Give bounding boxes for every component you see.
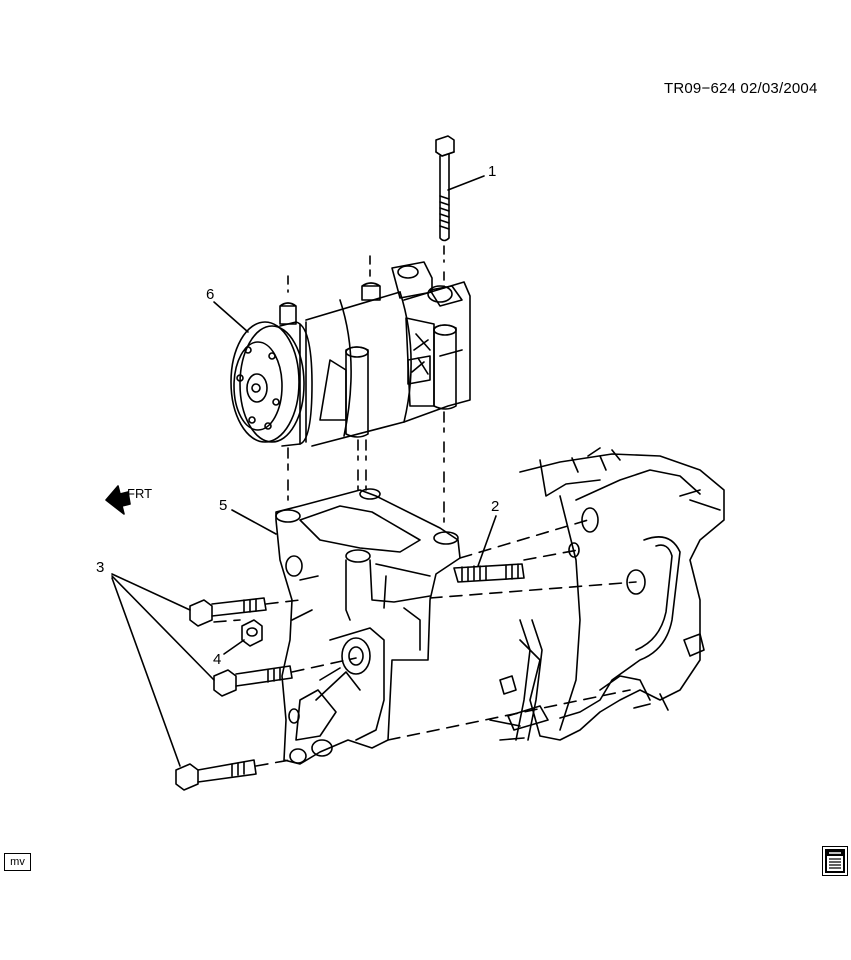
callout-6-leader <box>213 301 249 333</box>
front-direction-label: FRT <box>127 486 153 501</box>
callout-1: 1 <box>488 163 497 180</box>
alignment-dashes <box>287 411 445 523</box>
gm-spo-logo-graphic <box>825 849 845 873</box>
diagram-reference-code: TR09−624 02/03/2004 <box>664 80 818 97</box>
callout-2: 2 <box>491 498 500 515</box>
mv-label: mv <box>4 853 31 871</box>
compressor-top-dashes <box>287 255 371 293</box>
callout-3-leaders <box>111 573 215 767</box>
callout-5-leader <box>231 509 277 535</box>
callout-4: 4 <box>213 651 222 668</box>
callout-2-leader <box>477 515 497 567</box>
gm-spo-logo-icon <box>822 846 848 876</box>
part-4-nut <box>241 619 263 647</box>
part-3-bolts <box>175 597 293 791</box>
callout-1-leader <box>447 175 485 191</box>
callout-3: 3 <box>96 559 105 576</box>
part-6-compressor <box>230 261 471 447</box>
callout-6: 6 <box>206 286 215 303</box>
frt-arrow-icon <box>105 485 131 515</box>
callout-5: 5 <box>219 497 228 514</box>
part-2-stud <box>453 563 525 583</box>
callout-4-leader <box>223 639 245 655</box>
part-1-long-bolt <box>435 135 455 242</box>
part-5-bracket <box>275 488 461 765</box>
engine-block <box>489 447 725 741</box>
